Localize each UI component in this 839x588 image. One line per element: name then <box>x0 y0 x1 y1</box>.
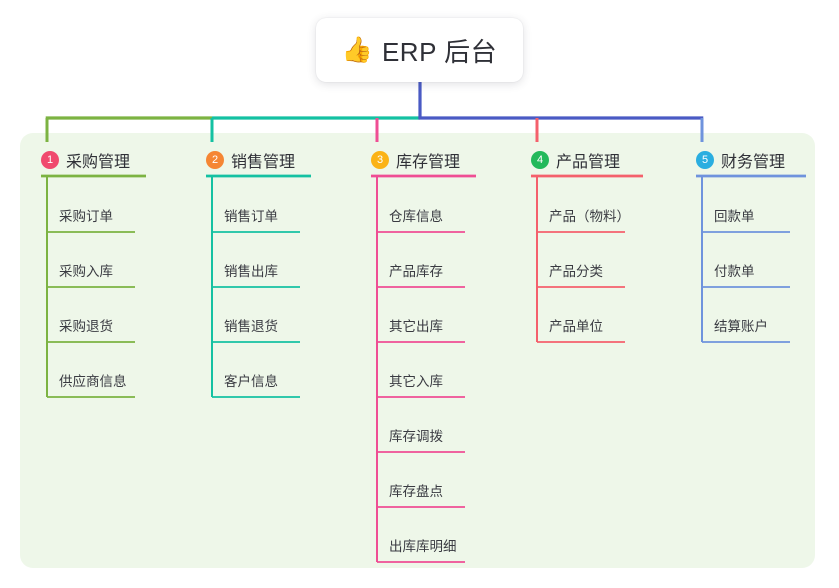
branch-item[interactable]: 采购入库 <box>41 232 130 287</box>
branch-item-label: 销售出库 <box>224 264 278 279</box>
branch-item[interactable]: 产品（物料） <box>531 177 630 232</box>
branch-header-1[interactable]: 1 采购管理 <box>41 147 130 173</box>
branch-item-label: 采购订单 <box>59 209 113 224</box>
branch-item-list-5: 回款单付款单结算账户 <box>696 177 785 342</box>
branch-item[interactable]: 销售退货 <box>206 287 295 342</box>
branch-item-label: 其它入库 <box>389 374 443 389</box>
branch-item[interactable]: 结算账户 <box>696 287 785 342</box>
branch-item-label: 产品分类 <box>549 264 603 279</box>
branch-title: 库存管理 <box>396 154 461 171</box>
branch-item[interactable]: 仓库信息 <box>371 177 460 232</box>
branch-column-3: 3 库存管理仓库信息产品库存其它出库其它入库库存调拨库存盘点出库库明细 <box>371 147 460 562</box>
branch-item-label: 销售订单 <box>224 209 278 224</box>
branch-item-label: 付款单 <box>714 264 755 279</box>
branch-item-list-3: 仓库信息产品库存其它出库其它入库库存调拨库存盘点出库库明细 <box>371 177 460 562</box>
branch-item[interactable]: 付款单 <box>696 232 785 287</box>
branch-number-badge: 1 <box>41 151 59 169</box>
branch-item[interactable]: 出库库明细 <box>371 507 460 562</box>
branch-item[interactable]: 其它入库 <box>371 342 460 397</box>
branch-item[interactable]: 其它出库 <box>371 287 460 342</box>
branch-item-label: 其它出库 <box>389 319 443 334</box>
root-node[interactable]: 👍 ERP 后台 <box>316 18 523 82</box>
diagram-panel <box>20 133 815 568</box>
branch-item-label: 采购入库 <box>59 264 113 279</box>
branch-column-1: 1 采购管理采购订单采购入库采购退货供应商信息 <box>41 147 130 397</box>
branch-header-3[interactable]: 3 库存管理 <box>371 147 460 173</box>
branch-item-label: 库存盘点 <box>389 484 443 499</box>
branch-item[interactable]: 回款单 <box>696 177 785 232</box>
branch-item-label: 出库库明细 <box>389 539 457 554</box>
branch-item-label: 销售退货 <box>224 319 278 334</box>
branch-item-label: 仓库信息 <box>389 209 443 224</box>
branch-header-2[interactable]: 2 销售管理 <box>206 147 295 173</box>
branch-item[interactable]: 采购退货 <box>41 287 130 342</box>
branch-item-label: 采购退货 <box>59 319 113 334</box>
branch-item-label: 结算账户 <box>714 319 768 334</box>
branch-title: 产品管理 <box>556 154 621 171</box>
branch-item[interactable]: 库存盘点 <box>371 452 460 507</box>
branch-number-badge: 5 <box>696 151 714 169</box>
branch-column-4: 4 产品管理产品（物料） 产品分类产品单位 <box>531 147 630 342</box>
branch-item[interactable]: 产品库存 <box>371 232 460 287</box>
branch-item-label: 供应商信息 <box>59 374 127 389</box>
branch-item[interactable]: 库存调拨 <box>371 397 460 452</box>
thumbs-up-icon: 👍 <box>341 35 373 64</box>
branch-item-label: 库存调拨 <box>389 429 443 444</box>
branch-item[interactable]: 销售出库 <box>206 232 295 287</box>
branch-number-badge: 3 <box>371 151 389 169</box>
branch-number-badge: 4 <box>531 151 549 169</box>
branch-item-label: 产品库存 <box>389 264 443 279</box>
branch-item[interactable]: 销售订单 <box>206 177 295 232</box>
branch-column-2: 2 销售管理销售订单销售出库销售退货客户信息 <box>206 147 295 397</box>
branch-item-list-2: 销售订单销售出库销售退货客户信息 <box>206 177 295 397</box>
branch-number-badge: 2 <box>206 151 224 169</box>
branch-item-label: 回款单 <box>714 209 755 224</box>
branch-item-label: 产品（物料） <box>549 209 630 224</box>
branch-item-label: 客户信息 <box>224 374 278 389</box>
branch-title: 财务管理 <box>721 154 786 171</box>
branch-title: 销售管理 <box>231 154 296 171</box>
branch-item-list-1: 采购订单采购入库采购退货供应商信息 <box>41 177 130 397</box>
page-title: ERP 后台 <box>381 36 498 67</box>
branch-title: 采购管理 <box>66 154 131 171</box>
branch-header-5[interactable]: 5 财务管理 <box>696 147 785 173</box>
branch-item[interactable]: 采购订单 <box>41 177 130 232</box>
branch-item[interactable]: 客户信息 <box>206 342 295 397</box>
branch-item[interactable]: 产品分类 <box>531 232 620 287</box>
branch-column-5: 5 财务管理回款单付款单结算账户 <box>696 147 785 342</box>
branch-item-list-4: 产品（物料） 产品分类产品单位 <box>531 177 630 342</box>
branch-item-label: 产品单位 <box>549 319 603 334</box>
branch-item[interactable]: 供应商信息 <box>41 342 130 397</box>
branch-header-4[interactable]: 4 产品管理 <box>531 147 620 173</box>
branch-item[interactable]: 产品单位 <box>531 287 620 342</box>
